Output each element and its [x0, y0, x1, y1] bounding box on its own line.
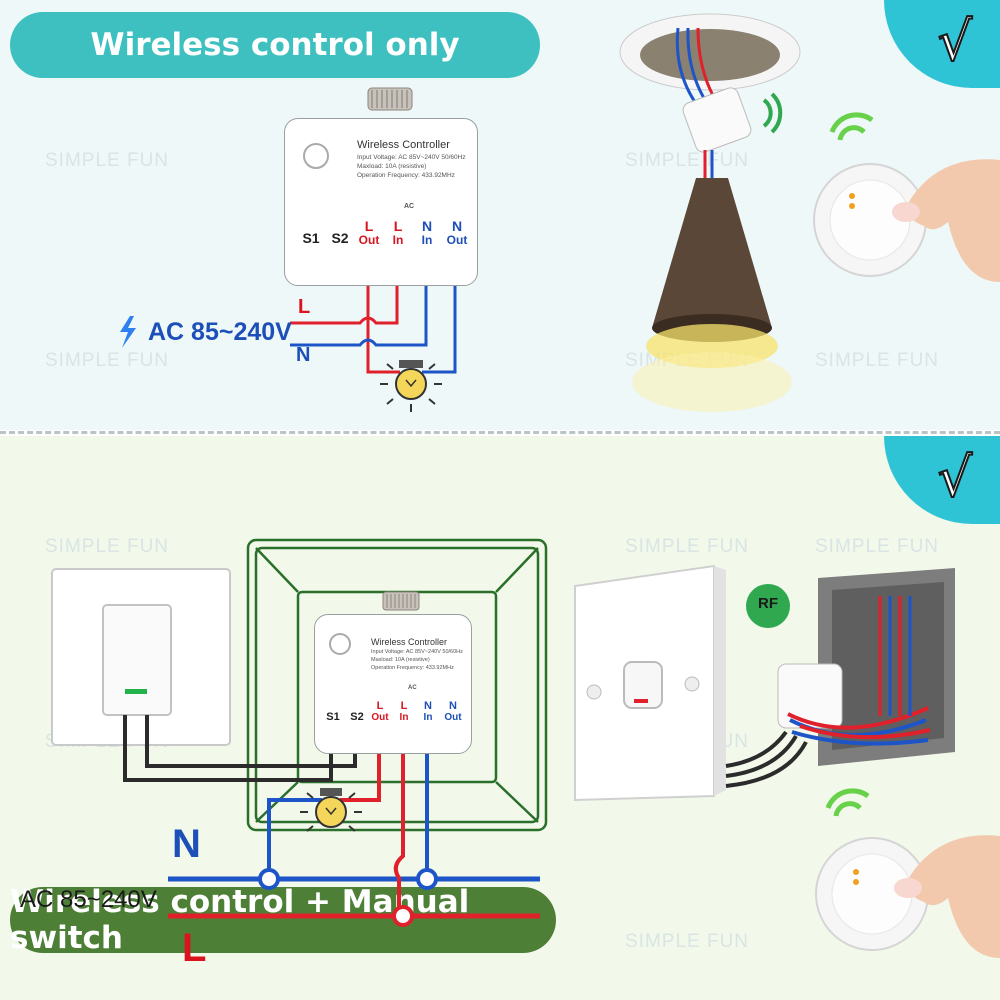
watermark: SIMPLE FUN [45, 536, 170, 557]
wall-switch-illustration [51, 568, 231, 746]
watermark: SIMPLE FUN [45, 350, 170, 371]
live-line-label: L [182, 926, 207, 970]
controller-spec: Input Voltage: AC 85V~240V 50/60Hz [371, 649, 463, 655]
wireless-controller-module: Wireless Controller Input Voltage: AC 85… [284, 118, 478, 286]
manual-switch-wiring [51, 538, 1000, 958]
controller-spec: Maxload: 10A (resistive) [371, 657, 430, 663]
watermark: SIMPLE FUN [815, 536, 940, 557]
wireless-controller-module: Wireless Controller Input Voltage: AC 85… [314, 614, 472, 754]
lightning-icon [120, 316, 136, 348]
pendant-lamp-illustration [619, 13, 801, 412]
controller-spec: Operation Frequency: 433.92MHz [371, 665, 454, 671]
junction-nodes [258, 868, 438, 927]
wires [123, 715, 540, 919]
check-badge: √ [884, 0, 1000, 88]
neutral-line-label: N [172, 822, 201, 866]
neutral-line-label: N [296, 344, 311, 366]
live-line-label: L [298, 296, 311, 318]
junction-box-outline [246, 538, 548, 832]
terminal-label-s2: S2 [350, 711, 364, 723]
remote-hand-illustration [815, 788, 1000, 958]
ac-symbol: AC [404, 203, 415, 210]
terminal-label-s1: S1 [302, 230, 320, 246]
wireless-only-wiring [120, 13, 1000, 412]
bulb-icon [380, 360, 442, 412]
ac-input-label: AC 85~240V [148, 318, 292, 346]
controller-title: Wireless Controller [371, 637, 448, 647]
controller-spec: Operation Frequency: 433.92MHz [357, 172, 455, 179]
antenna-coil-icon [382, 591, 420, 611]
ac-input-label: AC 85~240V [20, 886, 157, 913]
watermark: SIMPLE FUN [625, 536, 750, 557]
manual-switch-panel: SIMPLE FUN SIMPLE FUN SIMPLE FUN SIMPLE … [0, 436, 1000, 1000]
check-badge: √ [884, 436, 1000, 524]
rf-badge: RF [758, 595, 778, 612]
terminal-label-s1: S1 [326, 711, 340, 723]
terminal-label-s2: S2 [331, 230, 349, 246]
switch-box-illustration [574, 564, 955, 802]
pairing-button [303, 143, 329, 169]
ac-symbol: AC [408, 685, 417, 691]
check-icon: √ [937, 445, 973, 510]
watermark: SIMPLE FUN [815, 350, 940, 371]
remote-hand-illustration [813, 112, 1000, 282]
antenna-coil-icon [367, 87, 413, 111]
controller-spec: Maxload: 10A (resistive) [357, 163, 427, 170]
section-divider [0, 431, 1000, 434]
watermark: SIMPLE FUN [625, 931, 750, 952]
pairing-button [329, 633, 351, 655]
controller-title: Wireless Controller [357, 139, 450, 151]
watermark: SIMPLE FUN [625, 150, 750, 171]
wireless-only-panel: SIMPLE FUN SIMPLE FUN SIMPLE FUN SIMPLE … [0, 0, 1000, 430]
bulb-icon [300, 788, 362, 832]
wires [290, 276, 457, 374]
watermark: SIMPLE FUN [45, 150, 170, 171]
check-icon: √ [937, 9, 973, 74]
wireless-only-banner: Wireless control only [10, 12, 540, 78]
controller-spec: Input Voltage: AC 85V~240V 50/60Hz [357, 154, 466, 161]
